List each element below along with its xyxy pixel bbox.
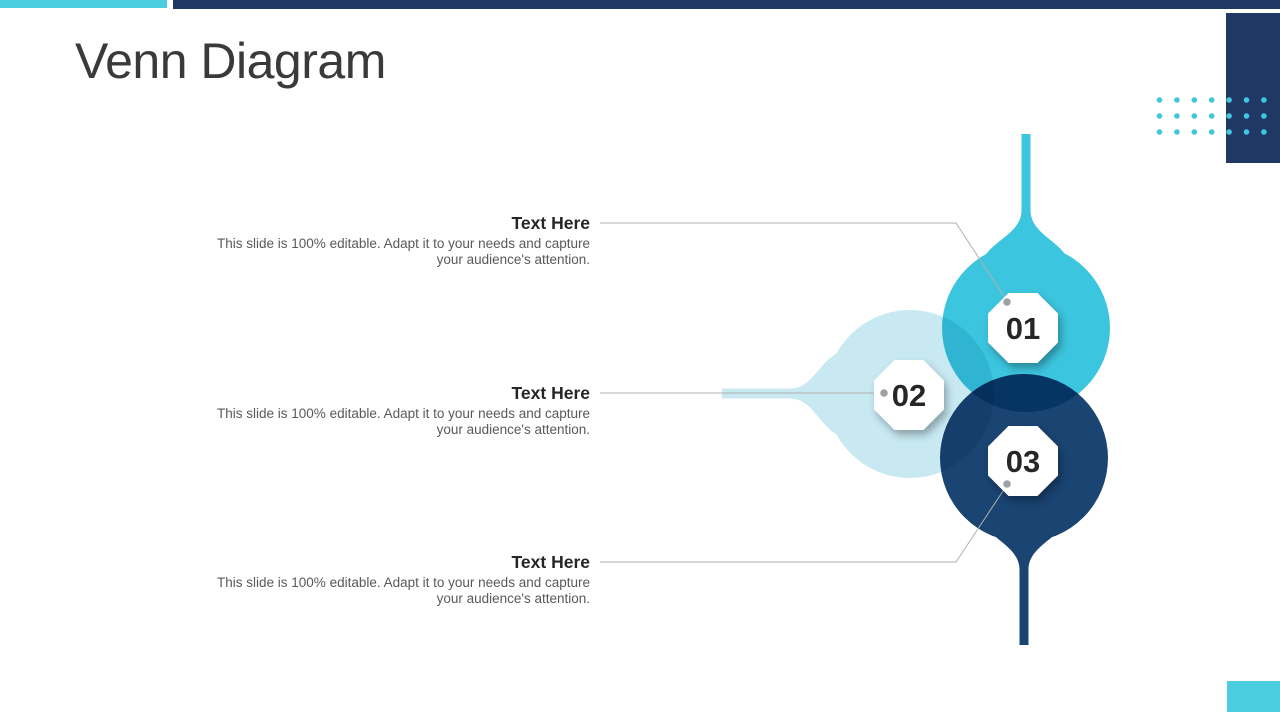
- bottom-right-rectangle: [1227, 681, 1280, 712]
- text-block-3-heading: Text Here: [511, 552, 590, 572]
- venn-circle-03: [940, 374, 1108, 645]
- badge-03-octagon: [988, 426, 1058, 496]
- page-title: Venn Diagram: [75, 33, 386, 89]
- leader-lines: [600, 222, 1008, 563]
- venn-circle-01: [942, 134, 1110, 412]
- badge-02-octagon: [874, 360, 944, 430]
- text-block-2-body: This slide is 100% editable. Adapt it to…: [217, 406, 590, 437]
- top-bar-navy: [173, 0, 1280, 9]
- leader-line-3: [600, 484, 1008, 563]
- leader-line-1: [600, 222, 1008, 302]
- text-block-1-heading: Text Here: [511, 213, 590, 233]
- text-block-2: Text Here This slide is 100% editable. A…: [190, 383, 590, 438]
- badge-03-number: 03: [1006, 444, 1040, 479]
- connector-dot-3: [1003, 480, 1011, 488]
- connector-dot-1: [1003, 298, 1011, 306]
- dots-pattern: [1156, 97, 1267, 135]
- badge-01-number: 01: [1006, 311, 1040, 346]
- text-block-3: Text Here This slide is 100% editable. A…: [190, 552, 590, 607]
- connector-dots: [880, 298, 1011, 488]
- connector-dot-2: [880, 389, 888, 397]
- top-bar-accent: [0, 0, 167, 8]
- text-block-3-body: This slide is 100% editable. Adapt it to…: [217, 575, 590, 606]
- venn-stem-03: [979, 508, 1069, 645]
- text-block-2-heading: Text Here: [511, 383, 590, 403]
- top-right-rectangle: [1226, 13, 1280, 163]
- venn-stem-01: [980, 134, 1071, 272]
- badges: 01 02 03: [874, 293, 1058, 496]
- text-block-1: Text Here This slide is 100% editable. A…: [190, 213, 590, 268]
- text-block-1-body: This slide is 100% editable. Adapt it to…: [217, 236, 590, 267]
- badge-02-number: 02: [892, 378, 926, 413]
- venn-stem-02: [722, 349, 855, 439]
- badge-01-octagon: [988, 293, 1058, 363]
